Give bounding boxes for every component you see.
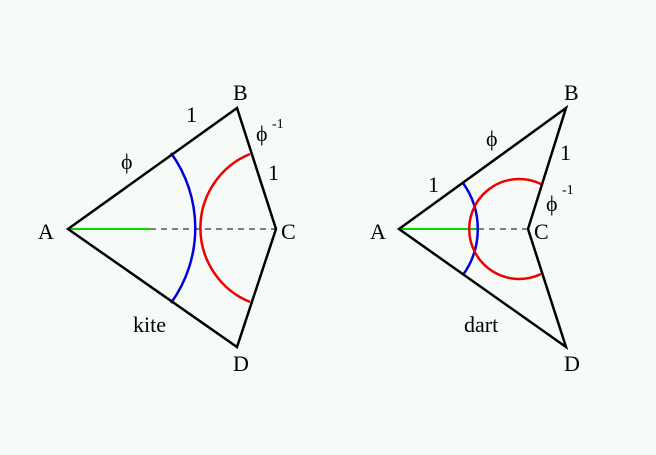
kite-label-phi-inverse-exponent: -1 (272, 117, 284, 132)
dart-label-phi-inverse-exponent: -1 (562, 183, 574, 198)
dart-label-phi-inverse: ϕ (546, 191, 558, 216)
kite-name: kite (133, 312, 166, 337)
dart-label-one-right: 1 (560, 140, 571, 165)
kite-label-one-upper: 1 (186, 102, 197, 127)
kite-vertex-c: C (281, 219, 296, 244)
dart-vertex-a: A (370, 219, 386, 244)
kite-figure: A B C D ϕ 1 ϕ -1 1 kite (38, 80, 296, 376)
dart-figure: A B C D ϕ 1 1 ϕ -1 dart (370, 80, 580, 376)
dart-vertex-b: B (564, 80, 579, 105)
dart-outline (396, 104, 569, 351)
dart-red-arc (468, 177, 542, 281)
kite-label-phi-inverse: ϕ (256, 121, 268, 146)
kite-vertex-a: A (38, 219, 54, 244)
dart-vertex-d: D (564, 351, 580, 376)
kite-label-one-right: 1 (268, 160, 279, 185)
dart-label-one-left: 1 (428, 172, 439, 197)
kite-red-arc (199, 152, 251, 304)
kite-blue-arc (169, 152, 197, 304)
kite-outline (65, 105, 278, 349)
kite-vertex-b: B (233, 80, 248, 105)
dart-label-phi: ϕ (486, 126, 498, 151)
kite-label-phi: ϕ (121, 149, 133, 174)
dart-vertex-c: C (534, 219, 549, 244)
dart-name: dart (464, 312, 498, 337)
kite-vertex-d: D (233, 351, 249, 376)
dart-blue-arc (461, 182, 480, 276)
